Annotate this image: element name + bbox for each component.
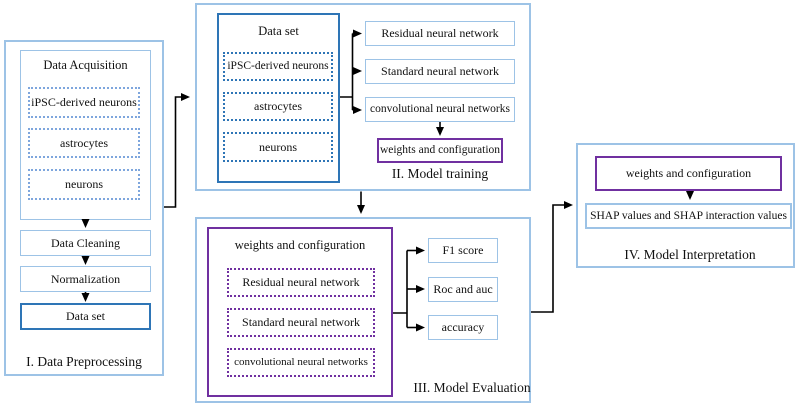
- label-model-evaluation: III. Model Evaluation: [413, 380, 531, 395]
- box-residual-nn-training: Residual neural network: [365, 21, 515, 46]
- label-model-training: II. Model training: [391, 166, 489, 181]
- box-weights-config-training: weights and configuration: [377, 138, 503, 163]
- box-neurons-training: neurons: [223, 132, 333, 162]
- box-f1-score: F1 score: [428, 238, 498, 263]
- box-astrocytes-acquisition: astrocytes: [28, 128, 140, 158]
- box-residual-nn-evaluation: Residual neural network: [227, 268, 375, 297]
- box-normalization: Normalization: [20, 266, 151, 292]
- arrow-evaluation-to-interpretation: [531, 201, 573, 313]
- box-dataset-preprocessing: Data set: [20, 303, 151, 330]
- dataset-group-title: Data set: [258, 24, 299, 38]
- label-model-interpretation: IV. Model Interpretation: [624, 247, 756, 262]
- label-data-preprocessing: I. Data Preprocessing: [26, 354, 142, 369]
- box-standard-nn-evaluation: Standard neural network: [227, 308, 375, 337]
- box-astrocytes-training: astrocytes: [223, 92, 333, 121]
- box-neurons-acquisition: neurons: [28, 169, 140, 200]
- box-ipsc-derived-neurons-acquisition: iPSC-derived neurons: [28, 87, 140, 118]
- data-acquisition-title: Data Acquisition: [43, 58, 128, 72]
- weights-config-group-title: weights and configuration: [234, 238, 366, 252]
- box-standard-nn-training: Standard neural network: [365, 59, 515, 84]
- box-shap-values: SHAP values and SHAP interaction values: [585, 203, 792, 229]
- box-convolutional-nn-evaluation: convolutional neural networks: [227, 348, 375, 377]
- box-ipsc-derived-neurons-training: iPSC-derived neurons: [223, 52, 333, 81]
- box-roc-auc: Roc and auc: [428, 277, 498, 302]
- box-weights-config-interpretation: weights and configuration: [595, 156, 782, 191]
- box-convolutional-nn-training: convolutional neural networks: [365, 97, 515, 122]
- arrow-preprocessing-to-training: [164, 93, 190, 208]
- box-accuracy: accuracy: [428, 315, 498, 340]
- box-data-cleaning: Data Cleaning: [20, 230, 151, 256]
